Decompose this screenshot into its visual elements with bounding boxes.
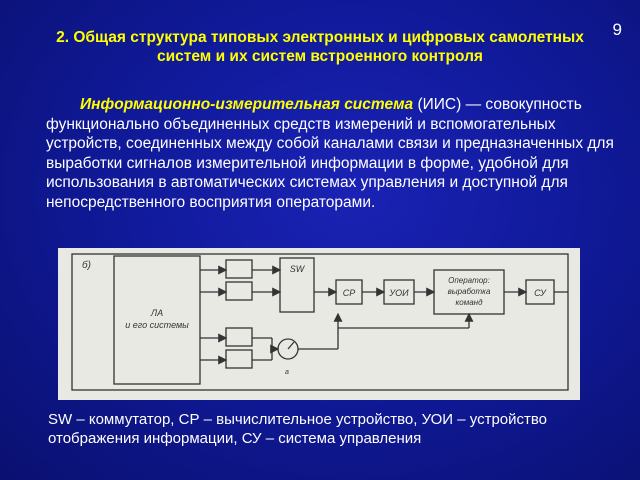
operator-sublabel-2: команд	[456, 298, 484, 307]
uoi-label: УОИ	[388, 288, 409, 298]
definition-text: (ИИС) — совокупность функционально объед…	[46, 96, 614, 211]
la-label: ЛА	[150, 308, 163, 318]
sensor-group-bottom	[200, 327, 280, 369]
feedback-frame	[71, 253, 569, 391]
definition-term: Информационно-измерительная система	[80, 96, 414, 113]
sensor-group-top	[200, 259, 282, 301]
system-structure-diagram: б) ЛА и его системы SW СР УОИ Оператор: …	[58, 248, 580, 400]
la-block	[113, 255, 201, 385]
gauge-arrow-label: a	[285, 369, 289, 376]
sw-label: SW	[290, 264, 306, 274]
sw-block	[279, 257, 315, 313]
diagram-label-b: б)	[82, 259, 91, 271]
slide-title: 2. Общая структура типовых электронных и…	[56, 29, 584, 65]
diagram-caption: SW – коммутатор, СР – вычислительное уст…	[48, 411, 548, 447]
la-sublabel: и его системы	[125, 320, 189, 330]
operator-sublabel-1: выработка	[448, 287, 491, 296]
su-label: СУ	[534, 288, 547, 298]
page-number: 9	[612, 20, 622, 39]
operator-label: Оператор:	[448, 276, 490, 285]
sr-label: СР	[343, 288, 356, 298]
definition-paragraph: Информационно-измерительная система (ИИС…	[46, 95, 616, 213]
